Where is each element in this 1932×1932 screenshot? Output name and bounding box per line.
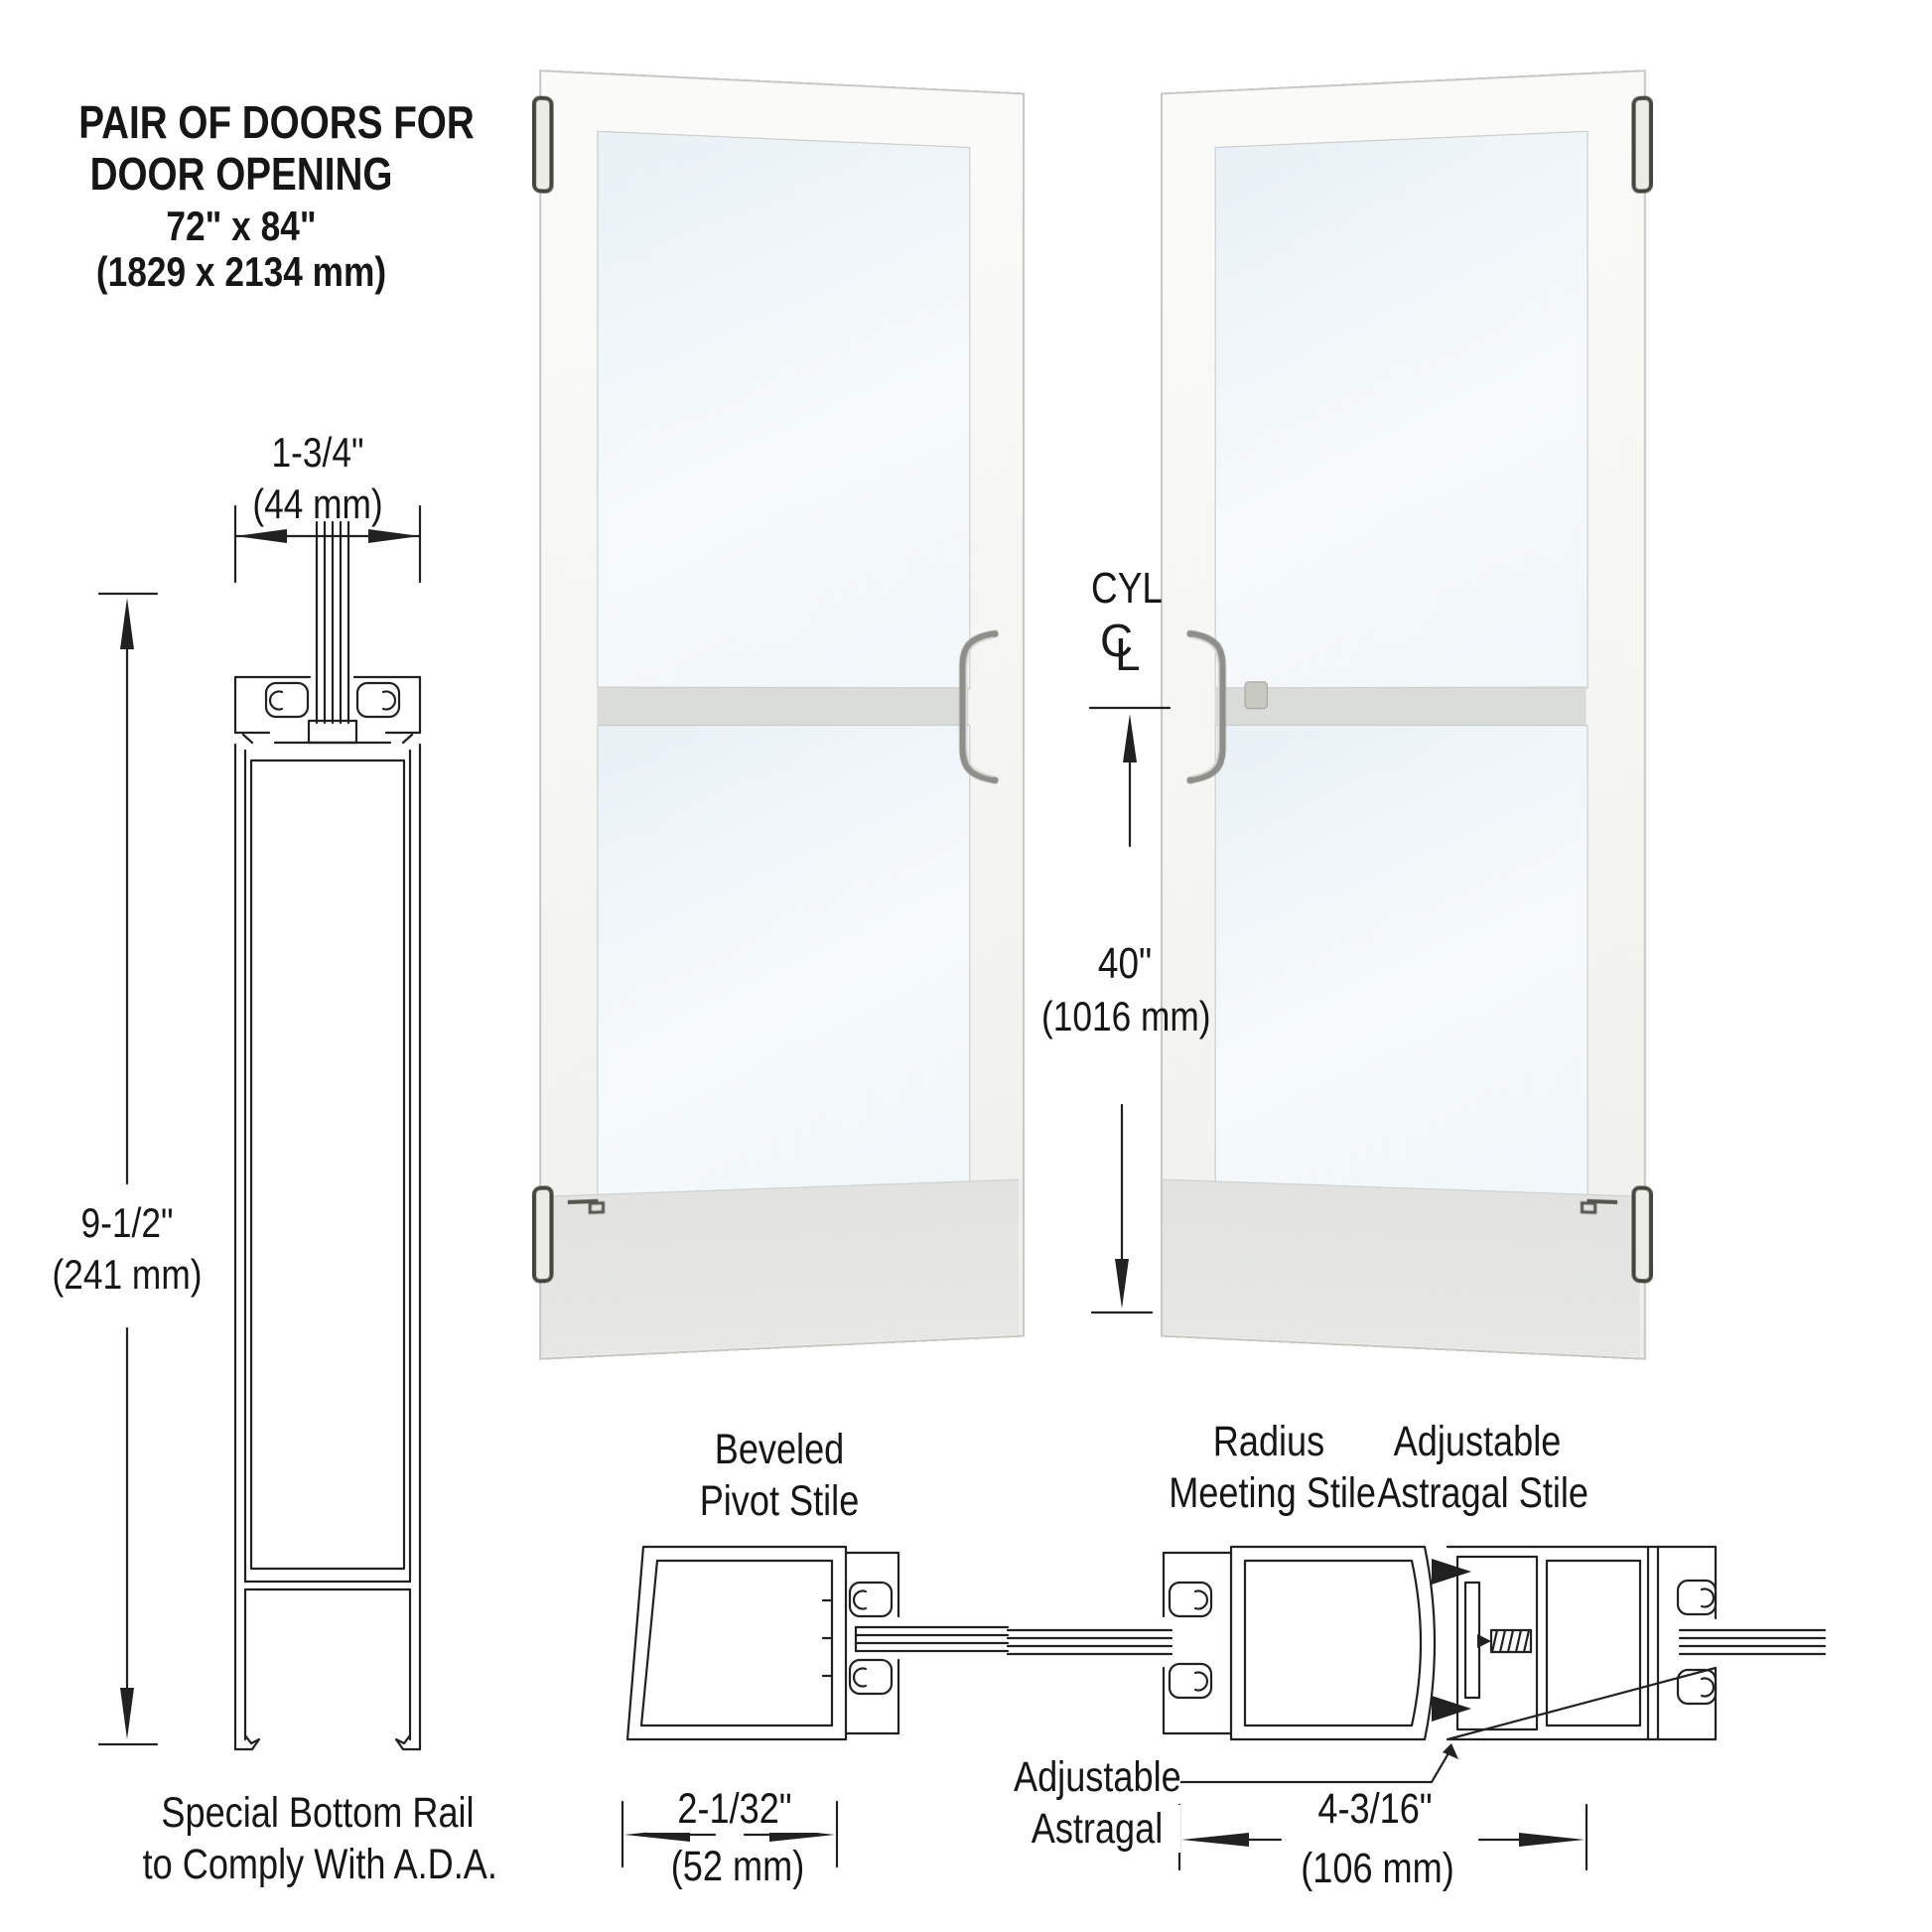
cyl-height-mm: (1016 mm) [1041, 993, 1211, 1039]
title-line1: PAIR OF DOORS FOR [78, 96, 475, 148]
door-left-top-hinge-icon [531, 95, 554, 194]
astragal-stile-label-line1: Adjustable [1393, 1418, 1562, 1465]
door-right-mid-rail [1214, 686, 1587, 728]
astragal-width-inches: 4-3/16" [1292, 1785, 1458, 1834]
door-right-top-hinge-icon [1631, 95, 1654, 194]
meeting-astragal-section-drawing [1006, 1545, 1827, 1871]
meeting-stile-label-line2: Meeting Stile [1169, 1469, 1377, 1517]
astragal-width-mm: (106 mm) [1292, 1845, 1463, 1893]
door-left [531, 69, 1025, 1360]
door-left-bottom-hinge-icon [531, 1185, 554, 1284]
door-right-pull-handle-icon [1187, 628, 1233, 785]
door-right-lower-glass [1214, 724, 1588, 1196]
pivot-stile-width-inches: 2-1/32" [646, 1785, 823, 1834]
rail-height-inches: 9-1/2" [80, 1199, 174, 1246]
astragal-callout-line1: Adjustable [1014, 1753, 1181, 1802]
meeting-stile-label-line1: Radius [1212, 1418, 1325, 1465]
rail-caption-line1: Special Bottom Rail [161, 1789, 475, 1837]
cyl-dimension-lower-arrow [1090, 1103, 1154, 1314]
door-right-rail-bracket-icon [1575, 1195, 1619, 1215]
bottom-rail-profile-drawing [97, 504, 422, 1751]
opening-size-mm: (1829 x 2134 mm) [95, 248, 387, 295]
title-line2: DOOR OPENING [89, 148, 393, 200]
rail-width-mm: (44 mm) [252, 481, 383, 527]
astragal-stile-label-line2: Astragal Stile [1377, 1469, 1589, 1517]
centerline-symbol-l: L [1115, 628, 1141, 680]
door-left-upper-glass [597, 130, 971, 690]
rail-caption-line2: to Comply With A.D.A. [142, 1841, 497, 1888]
pivot-stile-width-mm: (52 mm) [649, 1843, 826, 1891]
cyl-label: CYL [1091, 564, 1163, 613]
door-right [1161, 69, 1654, 1360]
door-right-upper-glass [1214, 130, 1588, 690]
pivot-stile-label-line1: Beveled [714, 1426, 845, 1473]
pivot-stile-label-line2: Pivot Stile [699, 1477, 860, 1525]
door-left-rail-bracket-icon [566, 1195, 611, 1215]
door-left-lower-glass [597, 724, 971, 1196]
door-left-ada-bottom-rail [541, 1178, 1020, 1357]
opening-size-inches: 72" x 84" [166, 203, 317, 249]
rail-height-mm: (241 mm) [52, 1251, 203, 1298]
astragal-callout-line2: Astragal [1014, 1805, 1180, 1854]
centerline-symbol: C L [1090, 614, 1164, 691]
cyl-height-inches: 40" [1097, 939, 1153, 988]
door-right-cylinder-lock-icon [1244, 681, 1268, 710]
rail-width-inches: 1-3/4" [271, 429, 364, 476]
door-left-pull-handle-icon [952, 628, 998, 785]
door-right-bottom-hinge-icon [1631, 1185, 1654, 1284]
door-left-mid-rail [597, 686, 969, 728]
door-right-ada-bottom-rail [1163, 1178, 1640, 1357]
cyl-dimension-upper-arrow [1088, 706, 1172, 848]
centerline-symbol-c: C [1100, 615, 1134, 666]
